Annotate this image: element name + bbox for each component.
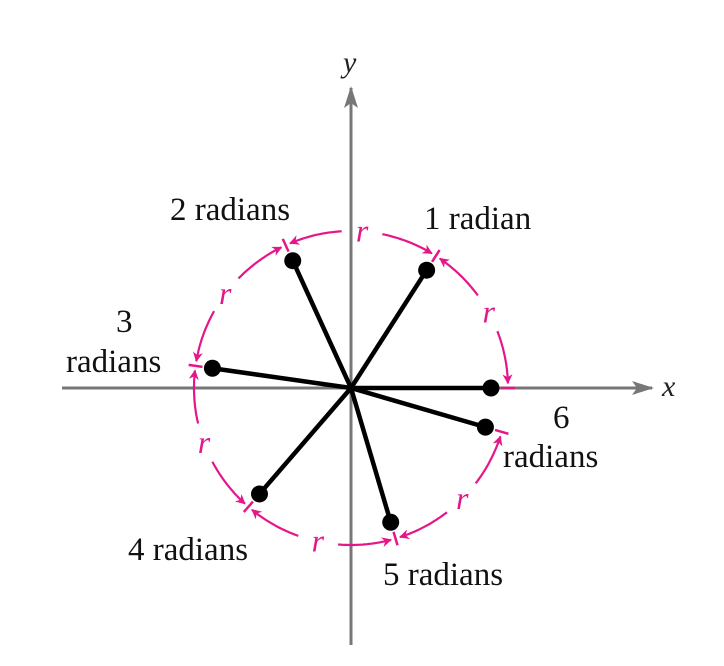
arc-segment: [192, 310, 216, 363]
spoke-endpoint-dot: [382, 513, 400, 531]
spoke-line: [290, 259, 354, 389]
arc-segment: [474, 435, 503, 485]
arc-length-label: r: [219, 275, 232, 311]
spoke-line: [350, 385, 487, 430]
spoke-endpoint-dot: [284, 252, 302, 270]
arc-length-label: r: [198, 424, 211, 460]
label-3-radians-unit: radians: [66, 344, 161, 380]
arc-length-label: r: [356, 212, 369, 248]
arc-segment: [211, 461, 246, 505]
spoke-group: [203, 252, 500, 531]
spoke-endpoint-dot: [250, 485, 268, 503]
spoke-endpoint-dot: [418, 261, 436, 279]
arc-segment: [289, 230, 342, 245]
spoke-endpoint-dot: [203, 359, 221, 377]
arc-tick: [281, 238, 290, 253]
arc-length-label: r: [483, 294, 496, 330]
spoke-endpoint-dot: [482, 379, 500, 397]
label-1-radian: 1 radian: [424, 201, 531, 237]
label-5-radians: 5 radians: [383, 557, 503, 593]
arc-group: r r r r r r: [188, 212, 515, 558]
spoke-endpoint-dot: [476, 418, 494, 436]
arc-length-label: r: [312, 522, 325, 558]
arc-tick: [494, 428, 509, 436]
arc-segment: [237, 246, 283, 280]
label-3-radians-num: 3: [116, 304, 133, 340]
arc-tick: [430, 249, 441, 263]
arc-segment: [382, 233, 433, 255]
label-6-radians-unit: radians: [503, 439, 598, 475]
arc-segment: [496, 330, 513, 385]
spoke-line: [349, 268, 429, 390]
arc-segment: [399, 511, 448, 539]
x-axis-label: x: [661, 370, 676, 403]
arc-tick: [392, 531, 399, 546]
label-6-radians-num: 6: [553, 400, 570, 436]
arc-length-label: r: [456, 480, 469, 516]
y-axis-label: y: [340, 46, 357, 79]
arc-tick: [242, 500, 254, 513]
arc-segment: [188, 369, 200, 424]
arc-segment: [251, 508, 299, 537]
spoke-line: [212, 366, 352, 391]
spoke-line: [257, 386, 353, 496]
arc-segment: [338, 537, 392, 547]
arc-tick: [188, 363, 203, 369]
spoke-line: [348, 387, 393, 523]
arc-segment: [438, 257, 479, 297]
label-2-radians: 2 radians: [170, 192, 290, 228]
label-4-radians: 4 radians: [128, 532, 248, 568]
